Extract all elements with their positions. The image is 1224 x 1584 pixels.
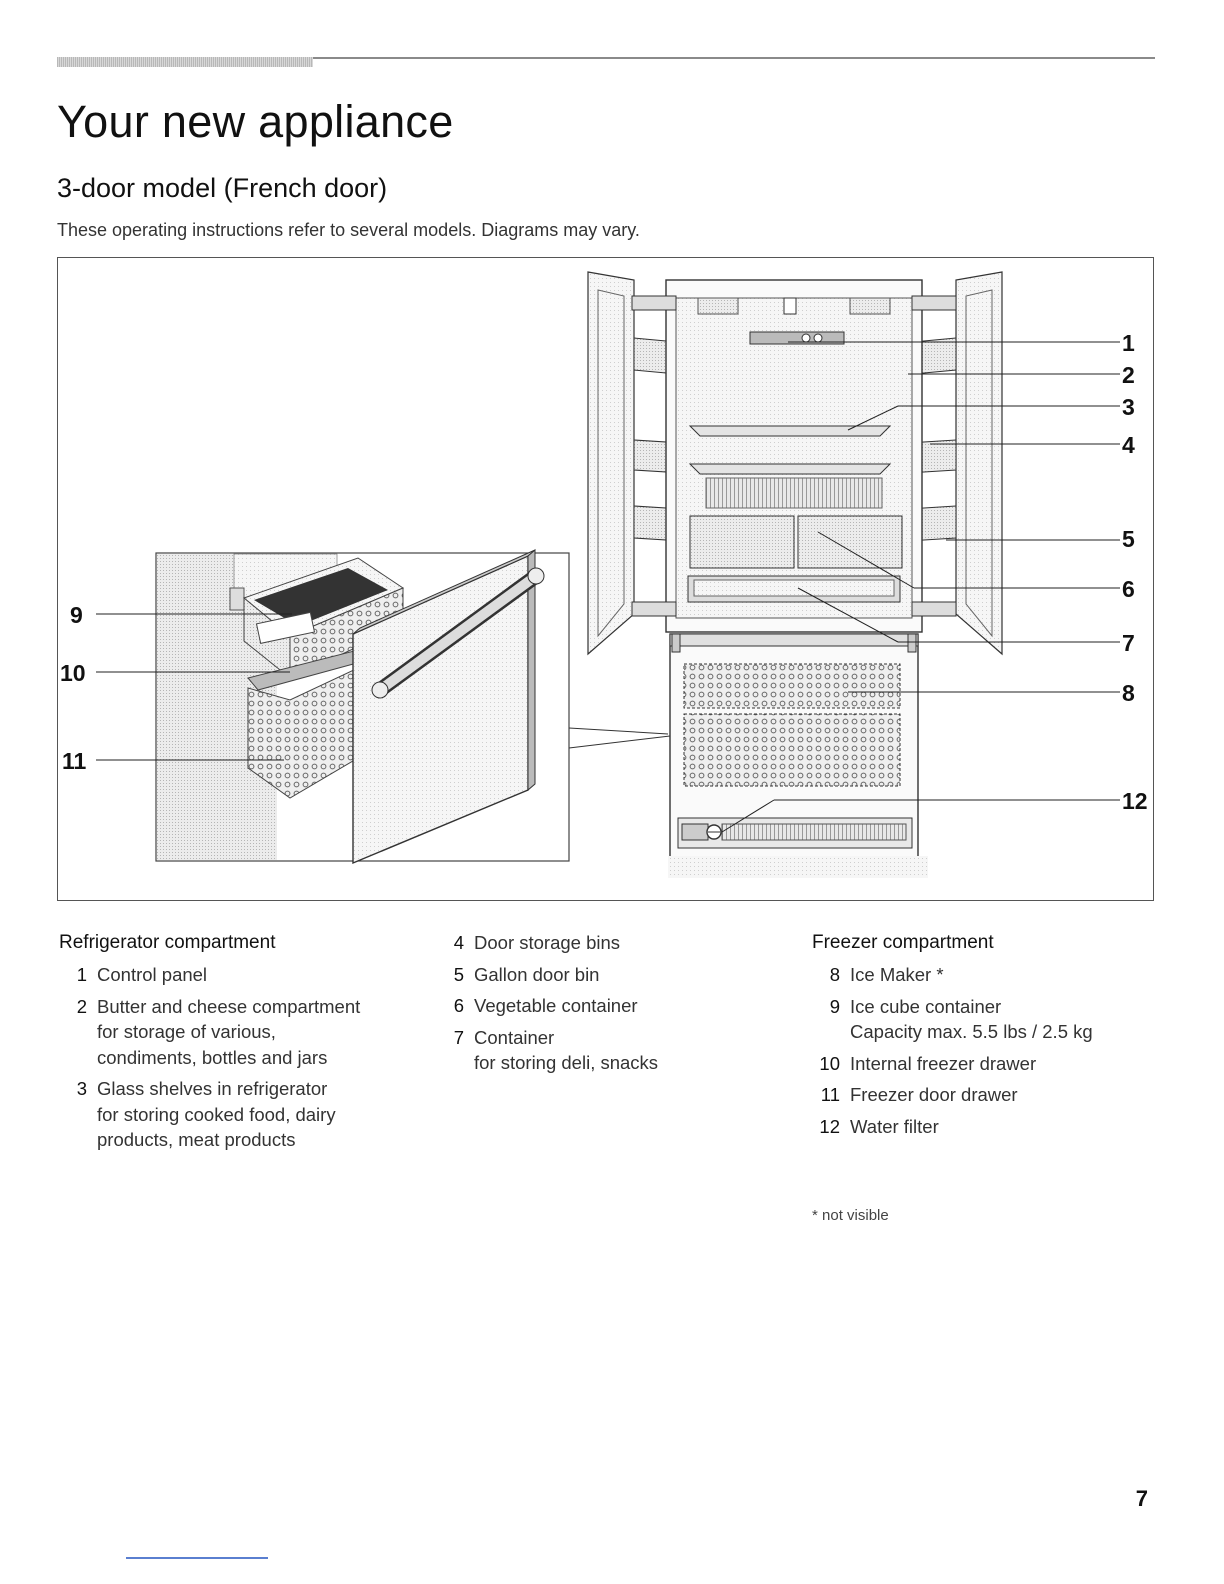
- page-title: Your new appliance: [57, 96, 454, 147]
- callout-6: 6: [1122, 576, 1135, 602]
- legend-item-text: Gallon door bin: [474, 963, 600, 985]
- legend-item: 4 Door storage bins: [436, 930, 776, 956]
- refrigerator-heading: Refrigerator compartment: [59, 932, 276, 953]
- legend-item-text: Door storage bins: [474, 932, 621, 953]
- footnote: * not visible: [812, 1207, 889, 1224]
- legend-item-number: 7: [453, 1026, 464, 1048]
- legend-item-text: Control panel: [97, 964, 208, 986]
- legend-item: 5 Gallon door bin: [436, 962, 776, 988]
- legend-item-number: 4: [453, 932, 464, 953]
- legend-item-number: 3: [76, 1078, 87, 1100]
- callout-7: 7: [1122, 630, 1135, 656]
- header-band: [57, 57, 313, 67]
- legend-item: 12 Water filter: [812, 1114, 1182, 1140]
- legend-item-text: Internal freezer drawer: [850, 1052, 1037, 1074]
- callout-11: 11: [62, 748, 87, 774]
- legend-item: 2 Butter and cheese compartment for stor…: [59, 994, 419, 1071]
- legend-item-number: 9: [829, 995, 840, 1017]
- legend-col-refrigerator-cont: 4 Door storage bins 5 Gallon door bin 6 …: [436, 930, 776, 1082]
- legend-item-text: Ice cube container Capacity max. 5.5 lbs…: [850, 995, 1093, 1043]
- legend-item-text: Butter and cheese compartment for storag…: [97, 995, 361, 1068]
- appliance-illustration: [96, 271, 1120, 878]
- legend-item-text: Vegetable container: [474, 995, 638, 1017]
- legend-item-text: Water filter: [850, 1115, 939, 1137]
- legend-item: 6 Vegetable container: [436, 993, 776, 1019]
- legend-item-number: 12: [819, 1115, 840, 1137]
- freezer-drawer-inset: [155, 548, 570, 865]
- legend-item-number: 1: [76, 964, 87, 986]
- legend-item: 10 Internal freezer drawer: [812, 1051, 1182, 1077]
- legend-item: 7 Container for storing deli, snacks: [436, 1025, 776, 1076]
- intro-text: These operating instructions refer to se…: [57, 220, 640, 240]
- legend-item: 8 Ice Maker *: [812, 962, 1182, 988]
- callout-8: 8: [1122, 680, 1135, 706]
- callout-12: 12: [1122, 788, 1148, 814]
- leader-lines: [96, 341, 1120, 833]
- callout-10: 10: [60, 660, 86, 686]
- legend-col-refrigerator: Refrigerator compartment 1 Control panel…: [59, 930, 419, 1159]
- callout-9: 9: [70, 602, 83, 628]
- legend-item-number: 6: [453, 995, 464, 1017]
- legend-item: 1 Control panel: [59, 962, 419, 988]
- callout-4: 4: [1122, 432, 1135, 458]
- legend-item-number: 11: [820, 1084, 840, 1106]
- appliance-diagram: 1 2 3 4 5 6 7 8 9 10 11 12: [57, 257, 1154, 901]
- legend-item-number: 5: [453, 963, 464, 985]
- legend-item-text: Container for storing deli, snacks: [474, 1026, 659, 1074]
- legend-item: 9 Ice cube container Capacity max. 5.5 l…: [812, 994, 1182, 1045]
- legend-item-text: Freezer door drawer: [850, 1084, 1018, 1106]
- legend-item: 11 Freezer door drawer: [812, 1082, 1182, 1108]
- legend-col-freezer: Freezer compartment 8 Ice Maker * 9 Ice …: [812, 930, 1182, 1145]
- page-number: 7: [1135, 1486, 1148, 1511]
- callout-3: 3: [1122, 394, 1135, 420]
- legend-item: 3 Glass shelves in refrigerator for stor…: [59, 1076, 419, 1153]
- legend-item-text: Ice Maker *: [850, 964, 944, 986]
- callout-1: 1: [1122, 330, 1135, 356]
- freezer-heading: Freezer compartment: [812, 932, 994, 953]
- legend-item-text: Glass shelves in refrigerator for storin…: [97, 1078, 336, 1151]
- section-subtitle: 3-door model (French door): [57, 173, 388, 203]
- header-rule: [57, 57, 1155, 59]
- legend-item-number: 2: [76, 995, 87, 1017]
- legend-item-number: 10: [819, 1052, 840, 1074]
- legend-item-number: 8: [829, 964, 840, 986]
- bottom-link-underline: [126, 1557, 268, 1559]
- callout-5: 5: [1122, 526, 1135, 552]
- refrigerator-front-view: [587, 271, 1003, 878]
- callout-2: 2: [1122, 362, 1135, 388]
